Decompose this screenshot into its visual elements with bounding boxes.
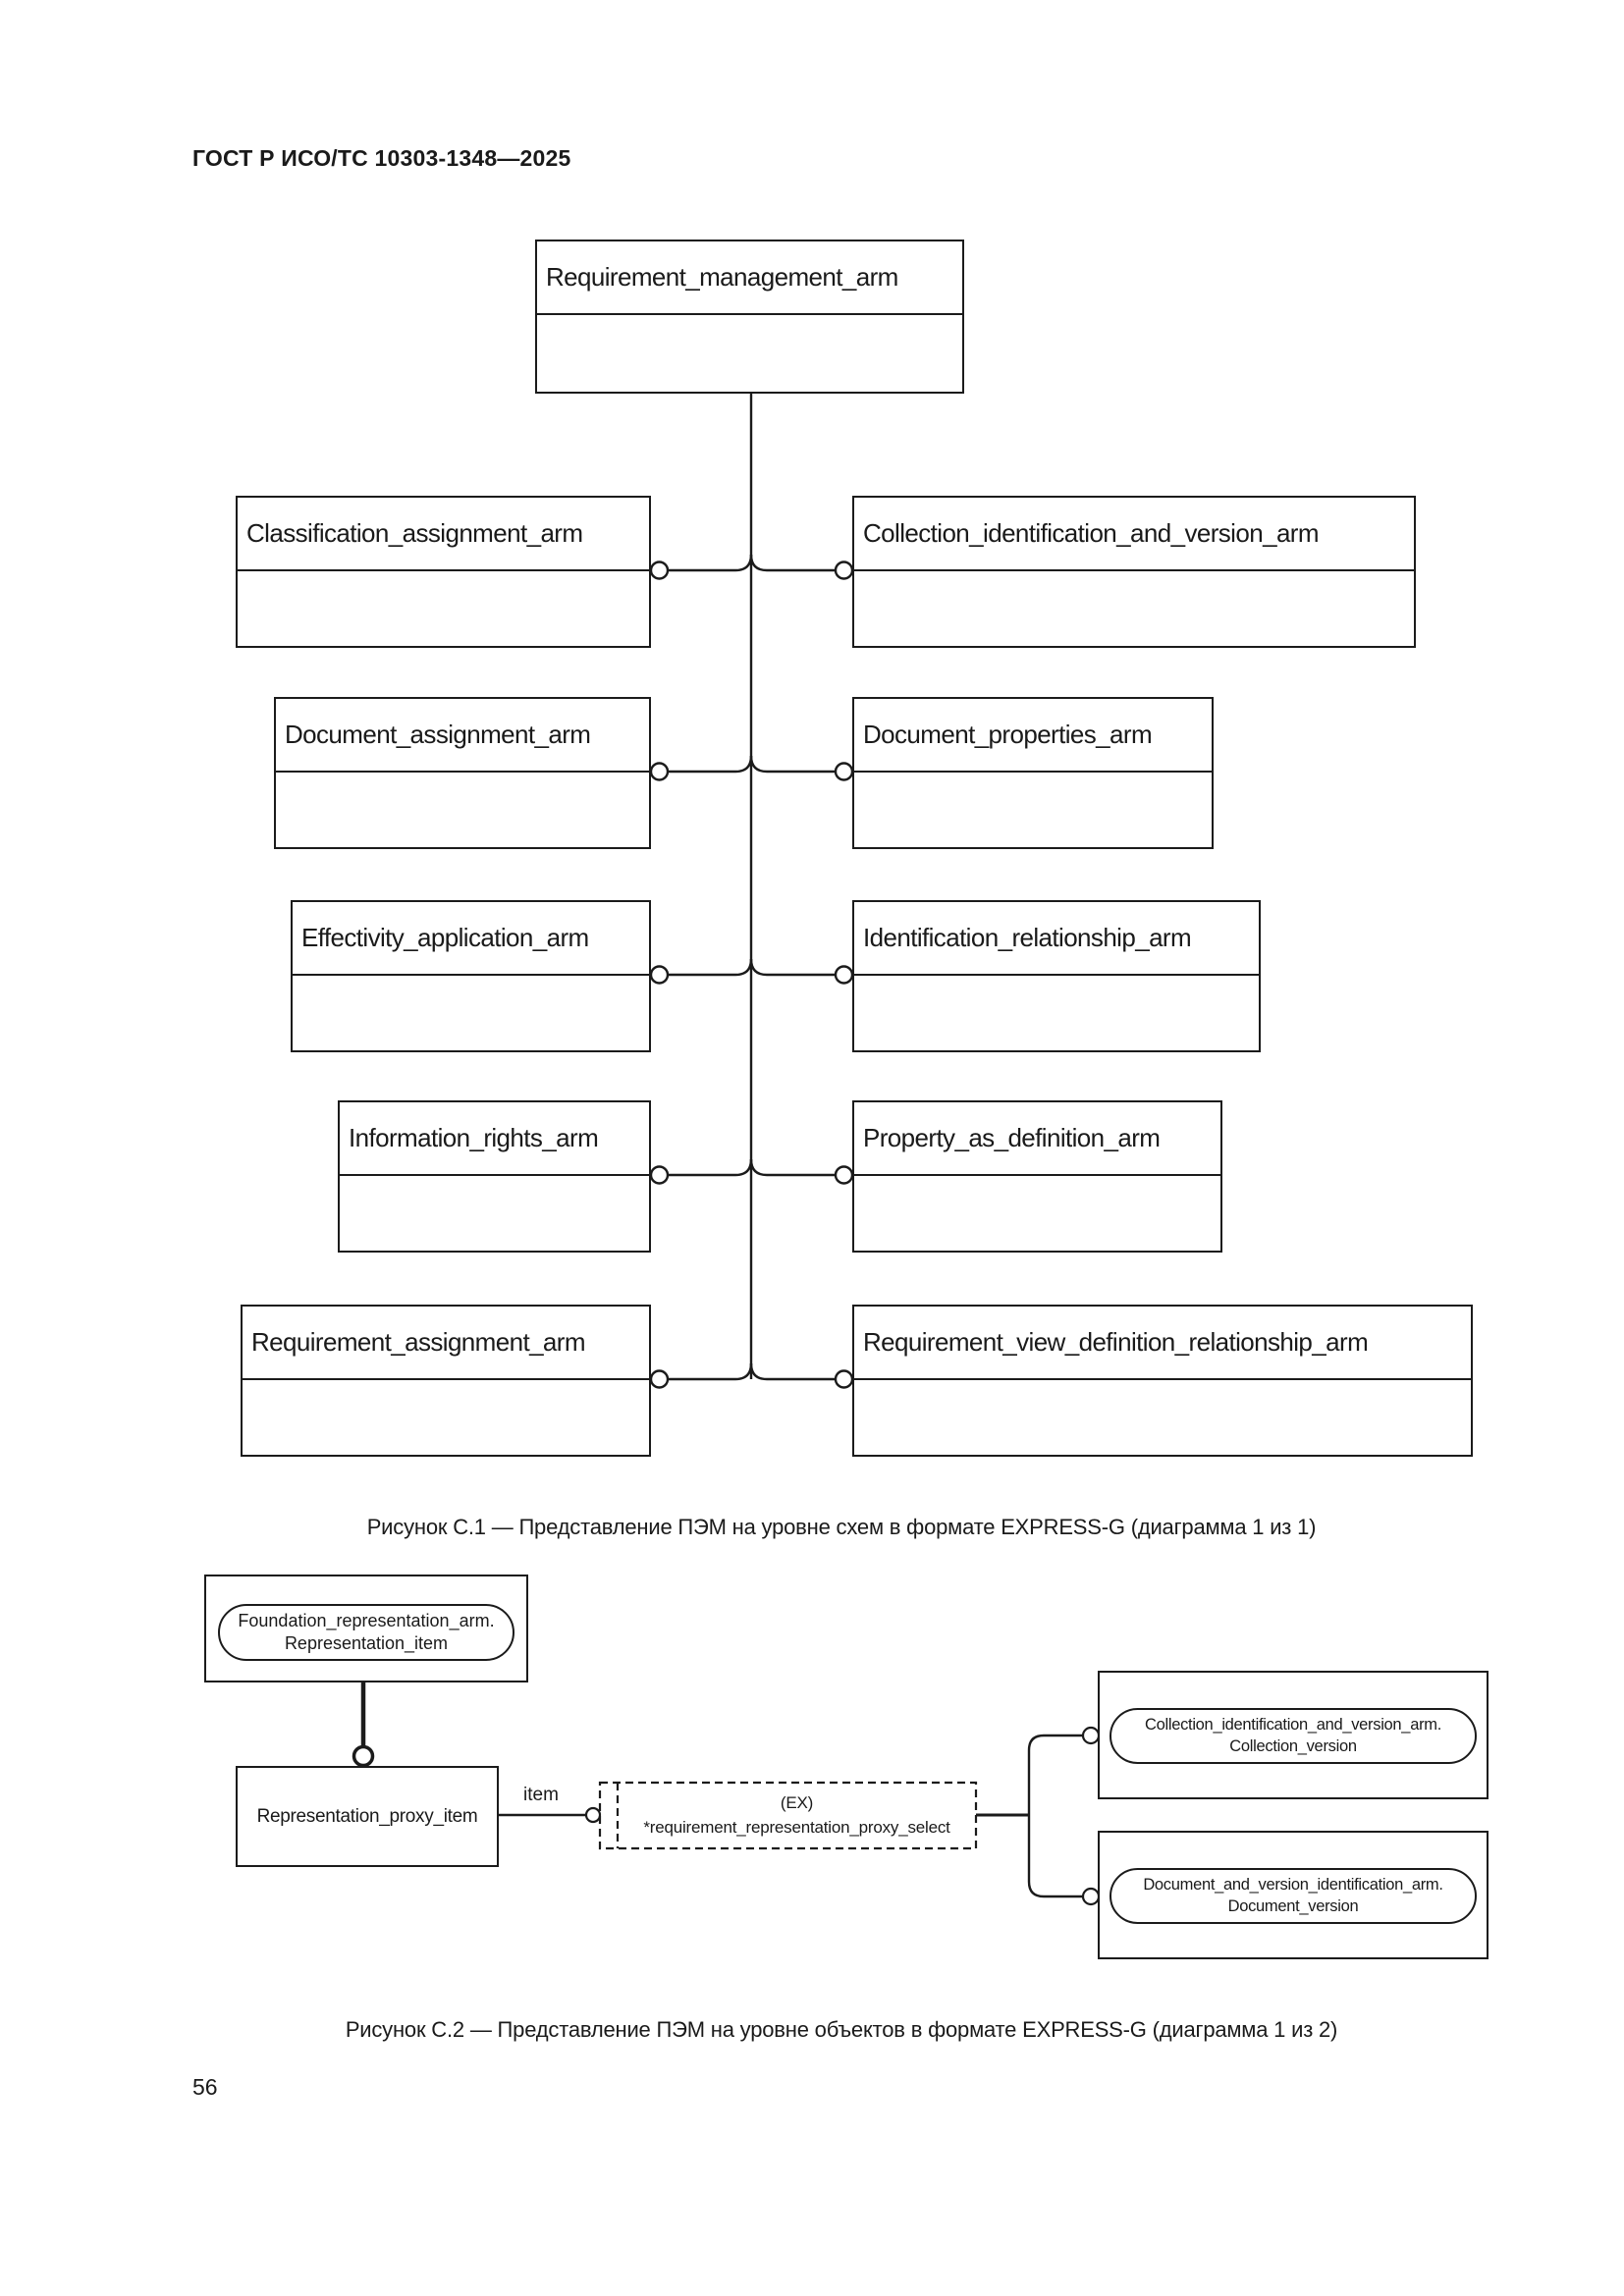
supertype-circle-icon — [352, 1744, 375, 1768]
schema-box-body — [340, 1176, 649, 1251]
schema-box-identification-relationship: Identification_relationship_arm — [852, 900, 1261, 1052]
schema-box-body — [537, 315, 962, 392]
schema-box-body — [238, 571, 649, 646]
schema-box-requirement-management: Requirement_management_arm — [535, 240, 964, 394]
node-label-line1: Document_and_version_identification_arm. — [1143, 1876, 1443, 1895]
schema-box-body — [854, 976, 1259, 1050]
schema-box-label: Information_rights_arm — [340, 1102, 649, 1176]
schema-box-label: Requirement_assignment_arm — [243, 1307, 649, 1380]
schema-box-label: Property_as_definition_arm — [854, 1102, 1220, 1176]
schema-box-body — [854, 1380, 1471, 1455]
figure-c1-caption: Рисунок С.1 — Представление ПЭМ на уровн… — [366, 1515, 1317, 1539]
select-fork-bracket — [1027, 1734, 1083, 1898]
node-label-line2: Collection_version — [1229, 1736, 1357, 1755]
page-number: 56 — [192, 2074, 218, 2100]
junction-branches — [668, 554, 836, 1381]
schema-box-body — [243, 1380, 649, 1455]
foundation-representation-item-node: Foundation_representation_arm. Represent… — [218, 1604, 514, 1661]
schema-box-label: Identification_relationship_arm — [854, 902, 1259, 976]
schema-box-requirement-assignment: Requirement_assignment_arm — [241, 1305, 651, 1457]
document-edge-circle-icon — [1081, 1887, 1101, 1906]
schema-box-label: Requirement_management_arm — [537, 241, 962, 315]
schema-box-label: Effectivity_application_arm — [293, 902, 649, 976]
schema-box-body — [854, 773, 1212, 847]
document-header: ГОСТ Р ИСО/ТС 10303-1348—2025 — [192, 145, 571, 171]
schema-box-body — [854, 1176, 1220, 1251]
node-label-line2: Representation_item — [284, 1633, 449, 1653]
schema-box-document-properties: Document_properties_arm — [852, 697, 1214, 849]
select-label-line1: (EX) — [780, 1792, 814, 1812]
node-label-line1: Foundation_representation_arm. — [238, 1610, 495, 1630]
schema-box-label: Requirement_view_definition_relationship… — [854, 1307, 1471, 1380]
schema-box-label: Document_properties_arm — [854, 699, 1212, 773]
schema-box-label: Document_assignment_arm — [276, 699, 649, 773]
figure-c2-caption: Рисунок С.2 — Представление ПЭМ на уровн… — [345, 2017, 1338, 2042]
relationship-circle-icons — [649, 561, 854, 1389]
schema-box-body — [854, 571, 1414, 646]
schema-box-body — [276, 773, 649, 847]
select-label-line2: *requirement_representation_proxy_select — [643, 1817, 950, 1837]
node-label-line1: Collection_identification_and_version_ar… — [1144, 1716, 1441, 1735]
requirement-representation-proxy-select-node: (EX) *requirement_representation_proxy_s… — [618, 1783, 976, 1848]
schema-box-body — [293, 976, 649, 1050]
schema-box-classification-assignment: Classification_assignment_arm — [236, 496, 651, 648]
schema-box-effectivity-application: Effectivity_application_arm — [291, 900, 651, 1052]
schema-box-label: Classification_assignment_arm — [238, 498, 649, 571]
representation-proxy-item-node: Representation_proxy_item — [236, 1766, 499, 1867]
schema-box-collection-identification-and-version: Collection_identification_and_version_ar… — [852, 496, 1416, 648]
schema-box-label: Collection_identification_and_version_ar… — [854, 498, 1414, 571]
schema-box-requirement-view-definition-relationship: Requirement_view_definition_relationship… — [852, 1305, 1473, 1457]
schema-box-information-rights: Information_rights_arm — [338, 1100, 651, 1253]
collection-version-node: Collection_identification_and_version_ar… — [1110, 1708, 1477, 1764]
document-version-node: Document_and_version_identification_arm.… — [1110, 1868, 1477, 1924]
item-edge-label: item — [523, 1785, 559, 1805]
node-label-line2: Document_version — [1227, 1896, 1359, 1915]
schema-box-document-assignment: Document_assignment_arm — [274, 697, 651, 849]
item-edge-circle-icon — [584, 1806, 602, 1824]
schema-box-property-as-definition: Property_as_definition_arm — [852, 1100, 1222, 1253]
collection-edge-circle-icon — [1081, 1726, 1101, 1745]
